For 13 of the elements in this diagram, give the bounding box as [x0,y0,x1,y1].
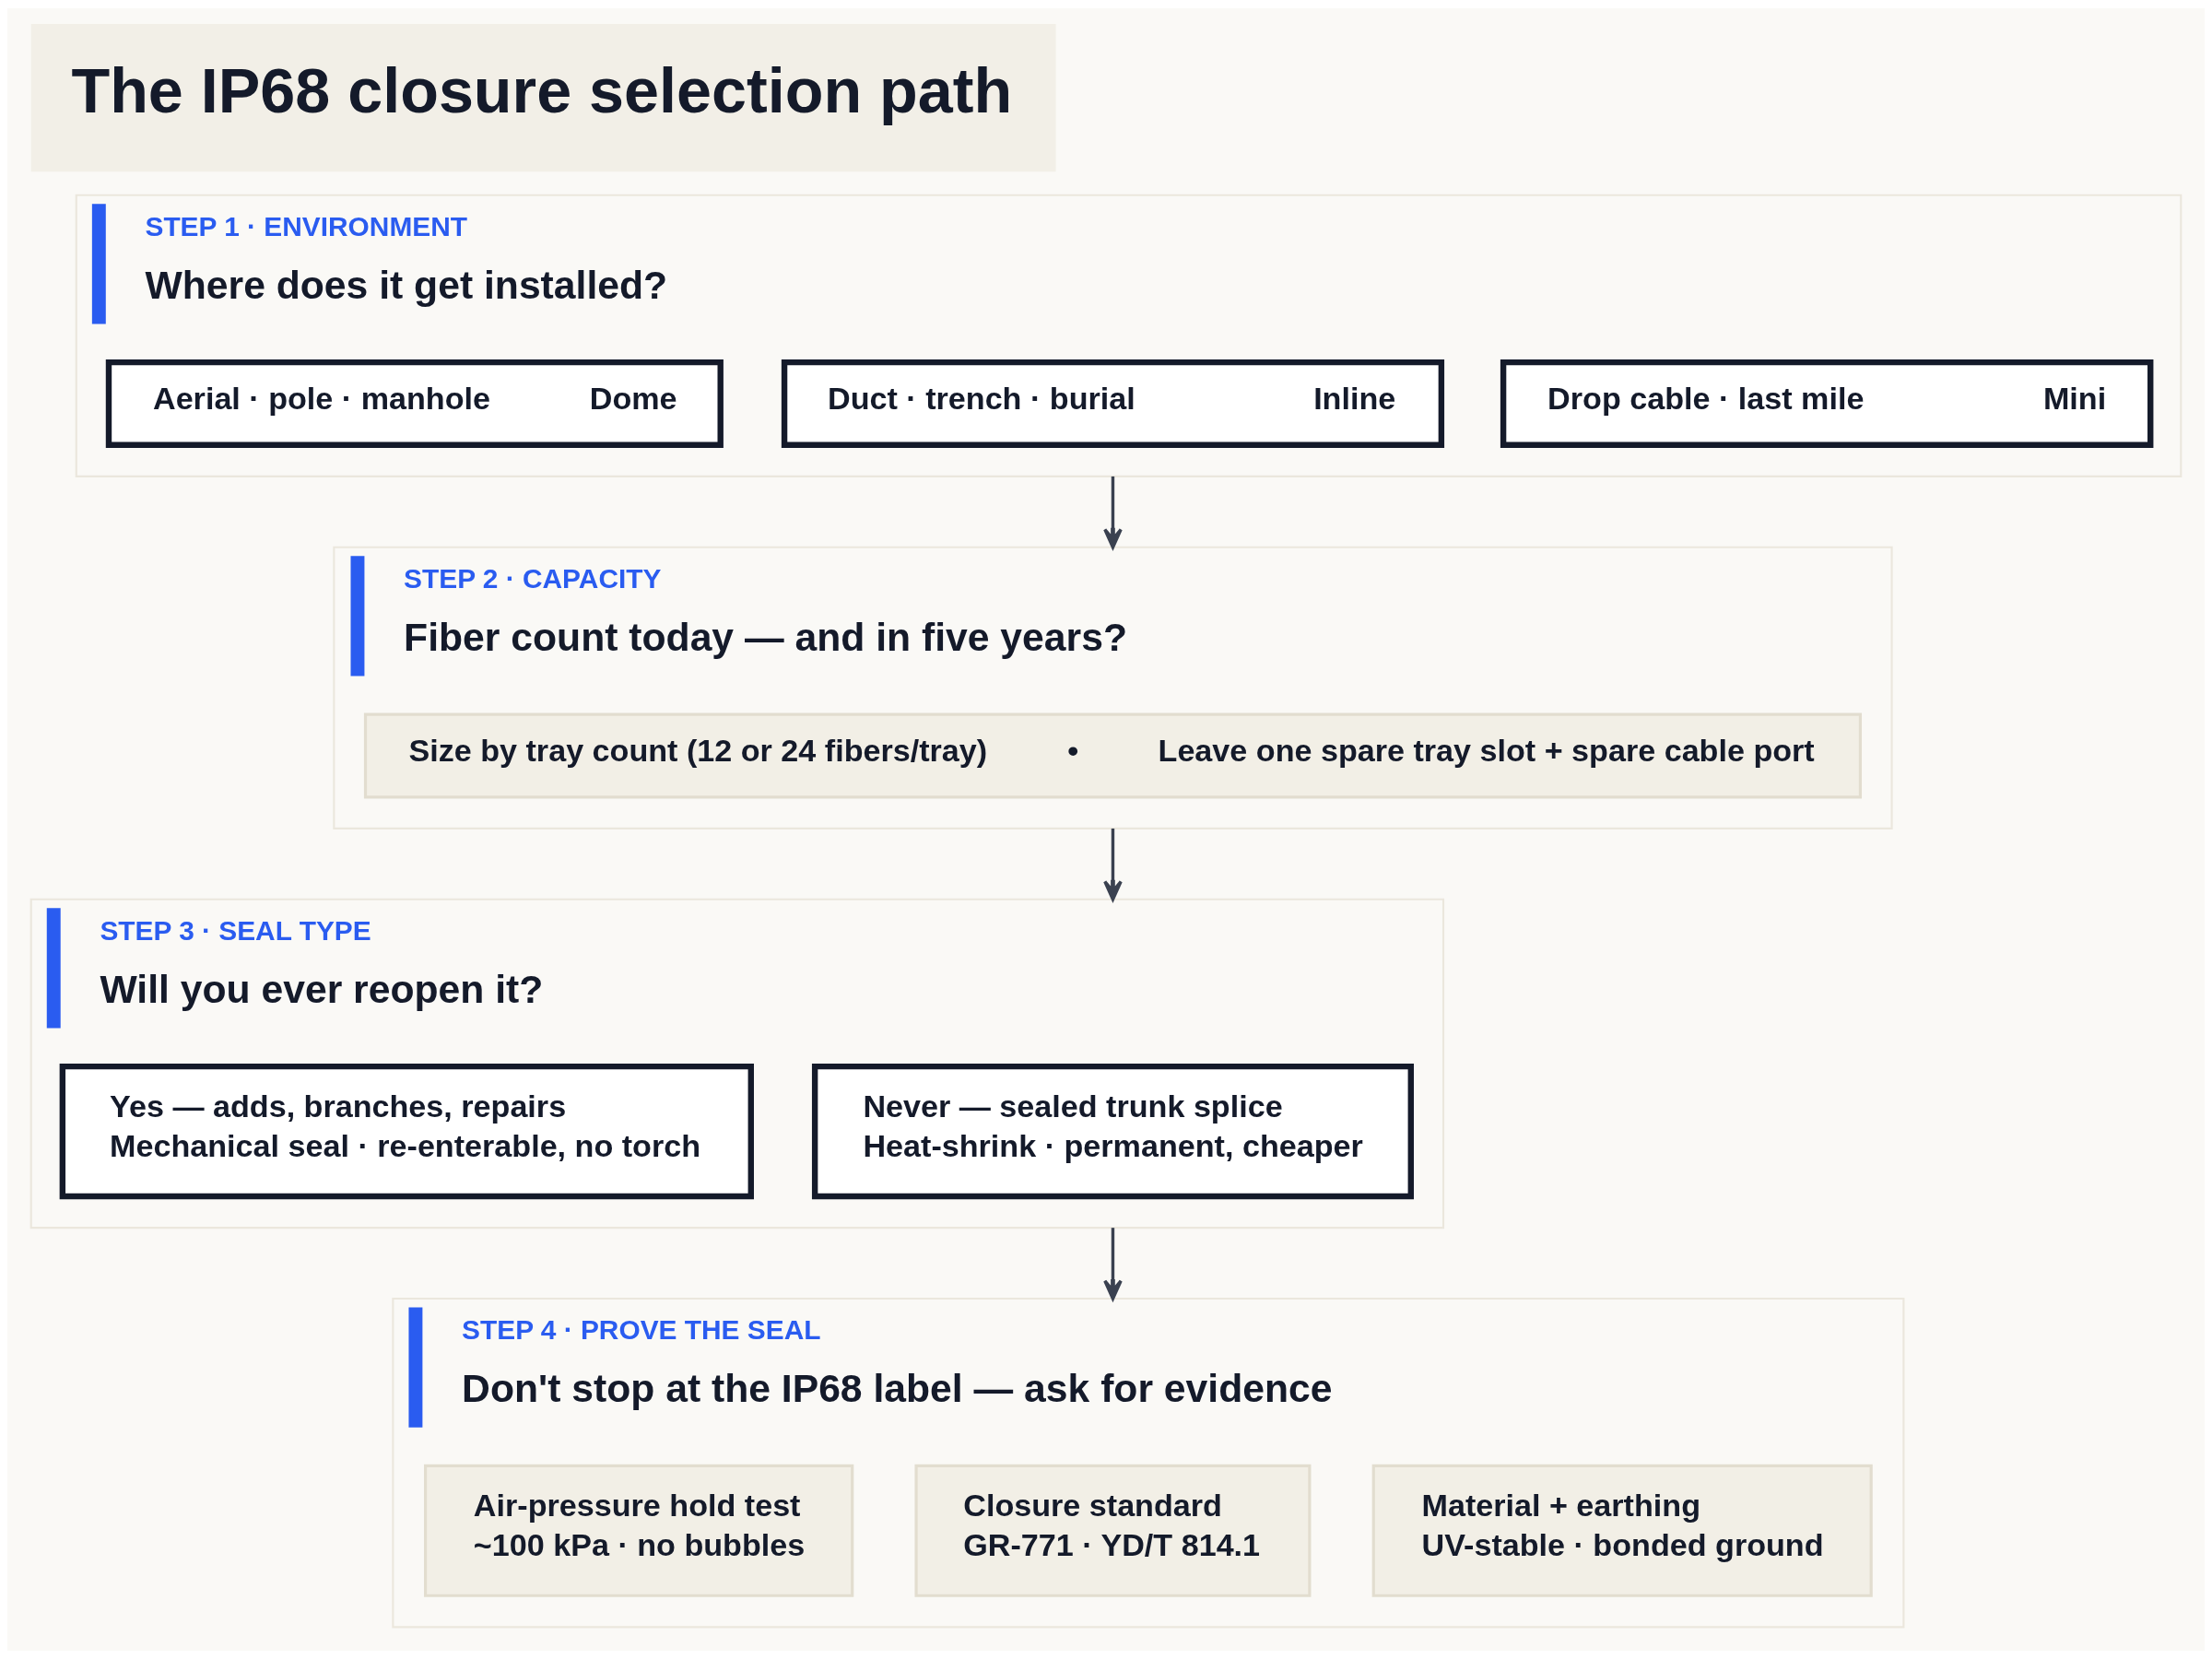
node-box: Duct · trench · burial Inline [781,359,1445,448]
node-box: Aerial · pole · manhole Dome [105,359,724,448]
node-box: Yes — adds, branches, repairs Mechanical seal · re-enterable, no torch [59,1063,754,1200]
node-box: Drop cable · last mile Mini [1500,359,2154,448]
arrow [1103,828,1123,901]
node-box: Closure standard GR-771 · YD/T 814.1 [914,1464,1312,1597]
arrow [1103,476,1123,549]
diagram-title: The IP68 closure selection path [71,55,1013,126]
node-box: Air-pressure hold test ~100 kPa · no bubbles [424,1464,854,1597]
node-box: Material + earthing UV-stable · bonded ground [1371,1464,1873,1597]
node-box: Size by tray count (12 or 24 fibers/tray) • Leave one spare tray slot + spare cable port [363,712,1863,799]
arrow [1103,1228,1123,1300]
node-box: Never — sealed trunk splice Heat-shrink · permanent, cheaper [811,1063,1414,1200]
